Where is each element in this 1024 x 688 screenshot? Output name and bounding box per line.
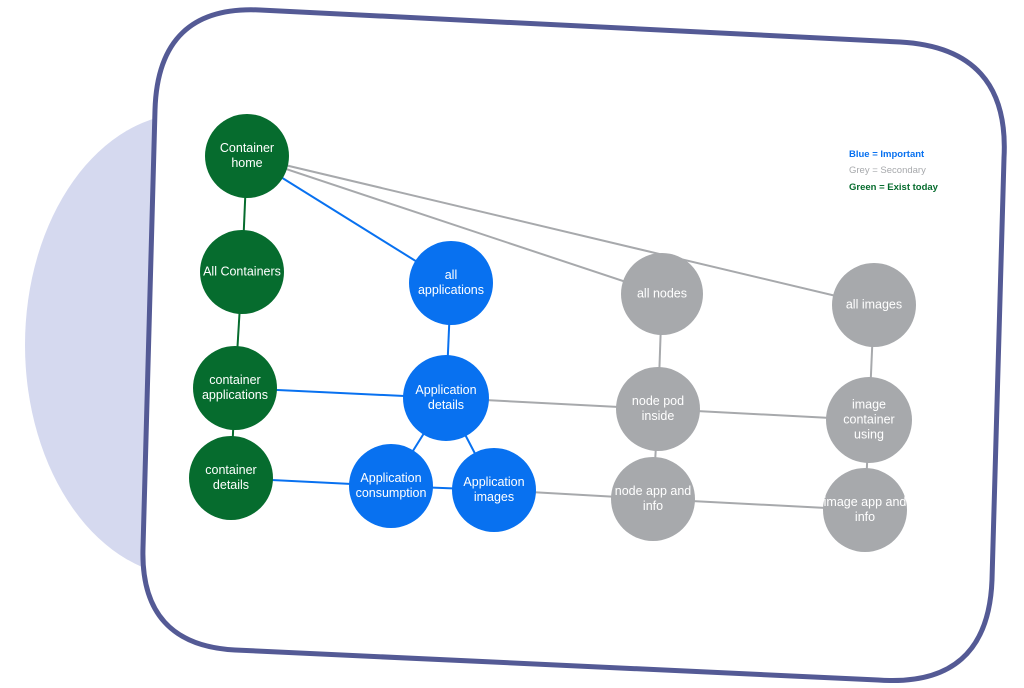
node-circle xyxy=(200,230,284,314)
node-label-line: container xyxy=(205,463,256,477)
node-label-line: details xyxy=(428,398,464,412)
node-label-line: applications xyxy=(418,283,484,297)
node-circle xyxy=(616,367,700,451)
node-label-line: container xyxy=(209,373,260,387)
node-label-line: using xyxy=(854,427,884,441)
node-label-line: all images xyxy=(846,297,902,311)
node-label-line: info xyxy=(643,499,663,513)
node-circle xyxy=(409,241,493,325)
legend: Blue = Important Grey = Secondary Green … xyxy=(849,149,939,193)
node-label-line: all nodes xyxy=(637,286,687,300)
legend-item-exist-today: Green = Exist today xyxy=(849,182,939,193)
node-all-nodes[interactable]: all nodes xyxy=(621,253,703,335)
node-label-line: all xyxy=(445,268,458,282)
node-label-line: details xyxy=(213,478,249,492)
node-label-line: Application xyxy=(415,383,476,397)
diagram-frame xyxy=(140,7,1007,684)
node-circle xyxy=(403,355,489,441)
node-label-line: All Containers xyxy=(203,264,281,278)
node-circle xyxy=(349,444,433,528)
node-circle xyxy=(832,263,916,347)
node-all-images[interactable]: all images xyxy=(832,263,916,347)
node-circle xyxy=(452,448,536,532)
node-label-line: image app and xyxy=(824,495,907,509)
node-label-line: home xyxy=(231,156,262,170)
legend-item-secondary: Grey = Secondary xyxy=(849,165,926,176)
node-label-line: applications xyxy=(202,388,268,402)
node-label-line: Container xyxy=(220,141,274,155)
edge-container-home-to-all-nodes xyxy=(246,155,663,295)
node-all-containers[interactable]: All Containers xyxy=(200,230,284,314)
node-label-line: Application xyxy=(360,471,421,485)
node-circle xyxy=(611,457,695,541)
legend-item-important: Blue = Important xyxy=(849,149,925,160)
node-label-line: consumption xyxy=(356,486,427,500)
node-circle xyxy=(621,253,703,335)
node-circle xyxy=(193,346,277,430)
node-label-line: inside xyxy=(642,409,675,423)
node-label-line: Application xyxy=(463,475,524,489)
node-label-line: info xyxy=(855,510,875,524)
node-label-line: node pod xyxy=(632,394,684,408)
node-label-line: images xyxy=(474,490,514,504)
node-label-line: image xyxy=(852,397,886,411)
node-circle xyxy=(189,436,273,520)
node-circle xyxy=(826,377,912,463)
node-circle xyxy=(205,114,289,198)
node-label-line: container xyxy=(843,412,894,426)
node-circle xyxy=(823,468,907,552)
node-label-line: node app and xyxy=(615,484,692,498)
edge-container-home-to-all-images xyxy=(246,155,875,306)
